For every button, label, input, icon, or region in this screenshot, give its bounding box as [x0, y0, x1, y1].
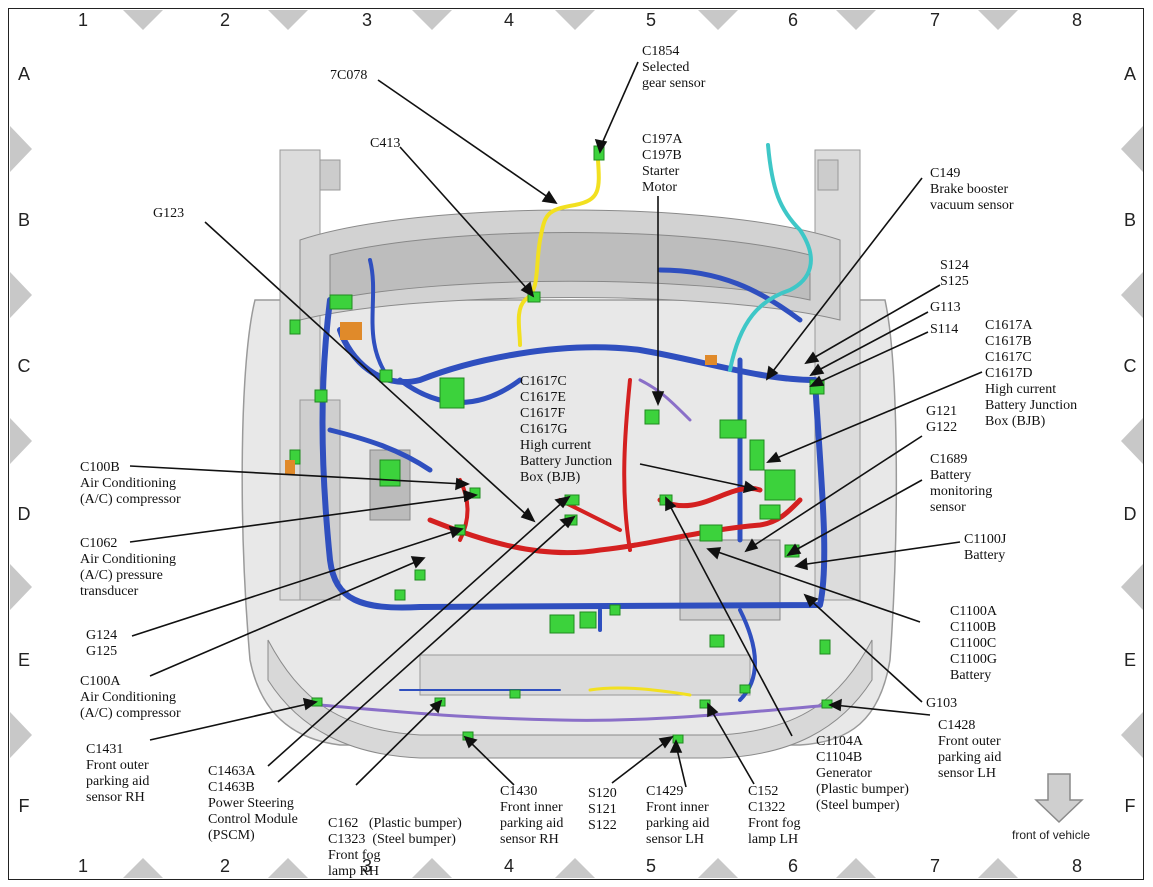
grid-col-bottom-4: 4	[503, 856, 514, 876]
grid-row-left-c: C	[17, 356, 31, 376]
grid-col-top-1: 1	[77, 10, 88, 30]
grid-row-right-d: D	[1123, 504, 1137, 524]
grid-row-right-e: E	[1123, 650, 1136, 670]
grid-col-top-7: 7	[929, 10, 940, 30]
grid-markers	[10, 10, 1143, 878]
grid-col-top-2: 2	[219, 10, 230, 30]
grid-row-left-e: E	[17, 650, 30, 670]
grid-row-left-f: F	[18, 796, 30, 816]
grid-row-right-f: F	[1124, 796, 1136, 816]
leader-lines	[129, 61, 983, 788]
orange-connectors	[285, 322, 717, 474]
grid-row-right-b: B	[1123, 210, 1136, 230]
front-arrow-icon	[1034, 773, 1084, 824]
grid-col-top-6: 6	[787, 10, 798, 30]
callout-g123: G123	[153, 206, 185, 221]
grid-col-top-8: 8	[1071, 10, 1082, 30]
grid-row-left-b: B	[17, 210, 30, 230]
callout-7c078: 7C078	[330, 68, 368, 83]
grid-col-top-5: 5	[645, 10, 656, 30]
grid-col-bottom-8: 8	[1071, 856, 1082, 876]
grid-col-bottom-6: 6	[787, 856, 798, 876]
callout-c413: C413	[370, 136, 401, 151]
grid-row-left-d: D	[17, 504, 31, 524]
callout-g113: G113	[930, 300, 961, 315]
grid-col-bottom-7: 7	[929, 856, 940, 876]
grid-row-right-c: C	[1123, 356, 1137, 376]
grid-col-bottom-2: 2	[219, 856, 230, 876]
grid-row-left-a: A	[17, 64, 30, 84]
callout-c162: C162 (Plastic bumper)C1323 (Steel bumper…	[328, 816, 462, 879]
grid-col-bottom-3: 3	[361, 856, 372, 876]
callout-g103: G103	[926, 696, 958, 711]
front-of-vehicle-label: front of vehicle	[1012, 828, 1091, 842]
diagram-frame	[8, 8, 1144, 880]
grid-col-top-3: 3	[361, 10, 372, 30]
grid-col-top-4: 4	[503, 10, 514, 30]
connectors	[289, 145, 833, 744]
grid-col-bottom-1: 1	[77, 856, 88, 876]
grid-col-bottom-5: 5	[645, 856, 656, 876]
grid-row-right-a: A	[1123, 64, 1136, 84]
callout-s114: S114	[930, 322, 959, 337]
